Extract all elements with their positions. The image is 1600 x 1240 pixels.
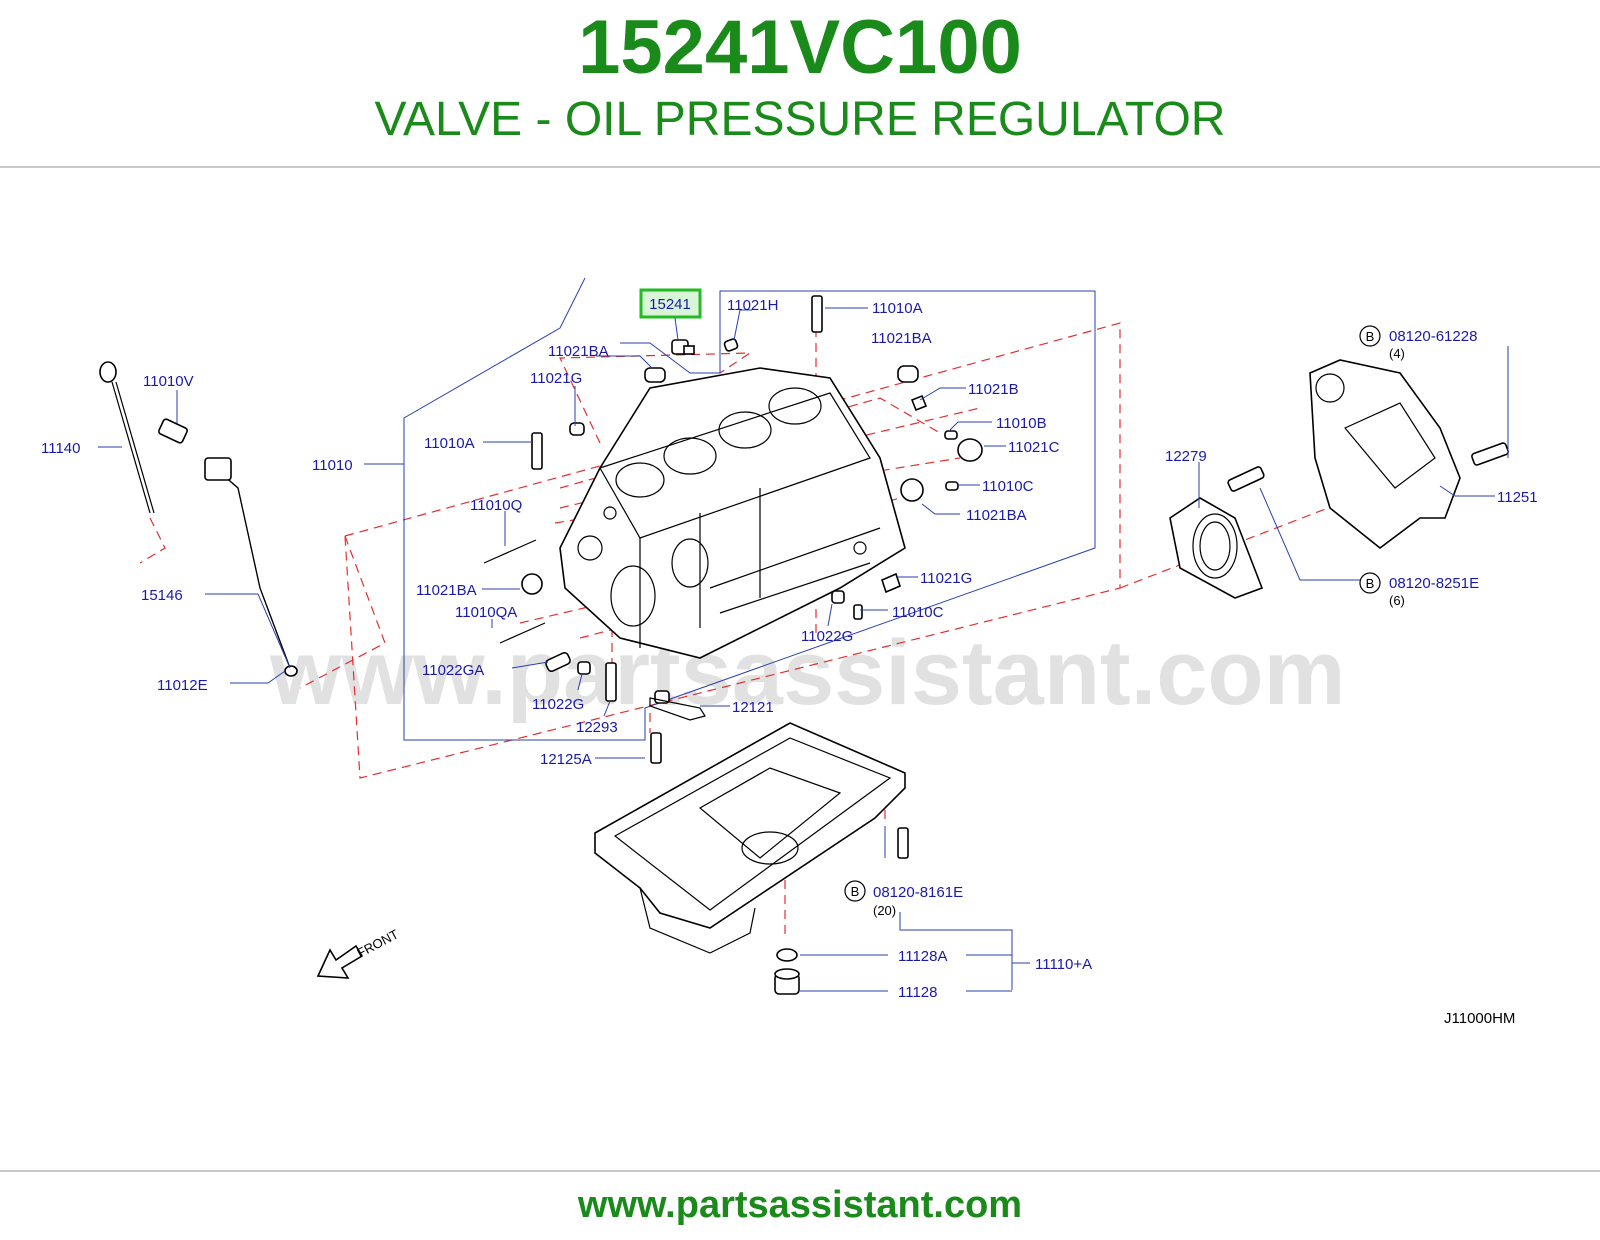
rear-oil-seal-retainer <box>1169 497 1264 599</box>
leader-lines <box>98 307 1509 992</box>
part-name-subtitle: VALVE - OIL PRESSURE REGULATOR <box>374 93 1226 146</box>
label-11021BA-d[interactable]: 11021BA <box>416 582 477 599</box>
dipstick-guide-tube <box>204 457 298 677</box>
label-11021H[interactable]: 11021H <box>727 297 778 314</box>
label-11022GA[interactable]: 11022GA <box>422 662 484 679</box>
label-12121[interactable]: 12121 <box>732 699 774 716</box>
label-11021B[interactable]: 11021B <box>968 381 1019 398</box>
footer-url-link[interactable]: www.partsassistant.com <box>577 1184 1023 1226</box>
label-11022G-a[interactable]: 11022G <box>801 628 853 645</box>
label-11010V[interactable]: 11010V <box>143 373 194 390</box>
header-divider <box>0 166 1600 168</box>
oil-pressure-regulator-valve <box>671 339 695 355</box>
label-11012E[interactable]: 11012E <box>157 677 208 694</box>
label-11010B[interactable]: 11010B <box>996 415 1047 432</box>
label-08120-61228[interactable]: 08120-61228 <box>1389 328 1477 345</box>
oil-dipstick <box>99 361 155 514</box>
footer-divider <box>0 1170 1600 1172</box>
plugs-and-dowels <box>521 338 983 721</box>
label-11021BA-c[interactable]: 11021BA <box>966 507 1027 524</box>
label-11110A[interactable]: 11110+A <box>1035 956 1092 973</box>
front-label: FRONT <box>354 926 401 960</box>
oil-pan <box>594 722 906 954</box>
label-08120-8251E[interactable]: 08120-8251E <box>1389 575 1479 592</box>
label-11022G-b[interactable]: 11022G <box>532 696 584 713</box>
qty-4: (4) <box>1389 346 1405 361</box>
rear-plate <box>1309 359 1461 550</box>
label-11010C-b[interactable]: 11010C <box>892 604 944 621</box>
label-15241-highlighted[interactable]: 15241 <box>649 296 691 313</box>
label-11010A-top[interactable]: 11010A <box>872 300 923 317</box>
cylinder-block <box>559 367 906 659</box>
highlight-box <box>639 288 702 319</box>
label-12293[interactable]: 12293 <box>576 719 618 736</box>
block-group-bracket <box>403 277 1096 741</box>
label-11010C-a[interactable]: 11010C <box>982 478 1034 495</box>
label-11010A-mid[interactable]: 11010A <box>424 435 475 452</box>
label-11021BA-a[interactable]: 11021BA <box>548 343 609 360</box>
label-11128A[interactable]: 11128A <box>898 948 948 965</box>
label-11021G-a[interactable]: 11021G <box>530 370 582 387</box>
qty-6: (6) <box>1389 593 1405 608</box>
label-11140[interactable]: 11140 <box>41 440 81 457</box>
label-12279[interactable]: 12279 <box>1165 448 1207 465</box>
part-labels: 11021H 11010A 11021BA 11021BA 11021G 110… <box>41 297 1538 1027</box>
part-number-title: 15241VC100 <box>578 5 1022 90</box>
label-11021C[interactable]: 11021C <box>1008 439 1060 456</box>
label-11021G-b[interactable]: 11021G <box>920 570 972 587</box>
badge-b-3: B <box>851 884 860 899</box>
drain-plug <box>774 948 800 995</box>
label-08120-8161E[interactable]: 08120-8161E <box>873 884 963 901</box>
qty-20: (20) <box>873 903 896 918</box>
front-direction-arrow: FRONT <box>316 926 401 979</box>
label-15146[interactable]: 15146 <box>141 587 183 604</box>
watermark-text: www.partsassistant.com <box>269 622 1345 724</box>
label-11251[interactable]: 11251 <box>1497 489 1538 506</box>
exploded-view-svg: www.partsassistant.com <box>41 277 1538 1027</box>
badge-b-2: B <box>1366 576 1375 591</box>
page-header: 15241VC100 VALVE - OIL PRESSURE REGULATO… <box>0 0 1600 168</box>
label-11010QA[interactable]: 11010QA <box>455 604 517 621</box>
bolts-and-studs <box>158 295 1509 859</box>
badge-b-1: B <box>1366 329 1375 344</box>
diagram-ref-code: J11000HM <box>1444 1010 1515 1027</box>
label-11128[interactable]: 11128 <box>898 984 938 1001</box>
label-11010[interactable]: 11010 <box>312 457 353 474</box>
parts-diagram: www.partsassistant.com <box>0 168 1600 1168</box>
label-12125A[interactable]: 12125A <box>540 751 592 768</box>
label-11010Q[interactable]: 11010Q <box>470 497 522 514</box>
b-badges: B B B <box>844 325 1381 902</box>
label-11021BA-b[interactable]: 11021BA <box>871 330 932 347</box>
